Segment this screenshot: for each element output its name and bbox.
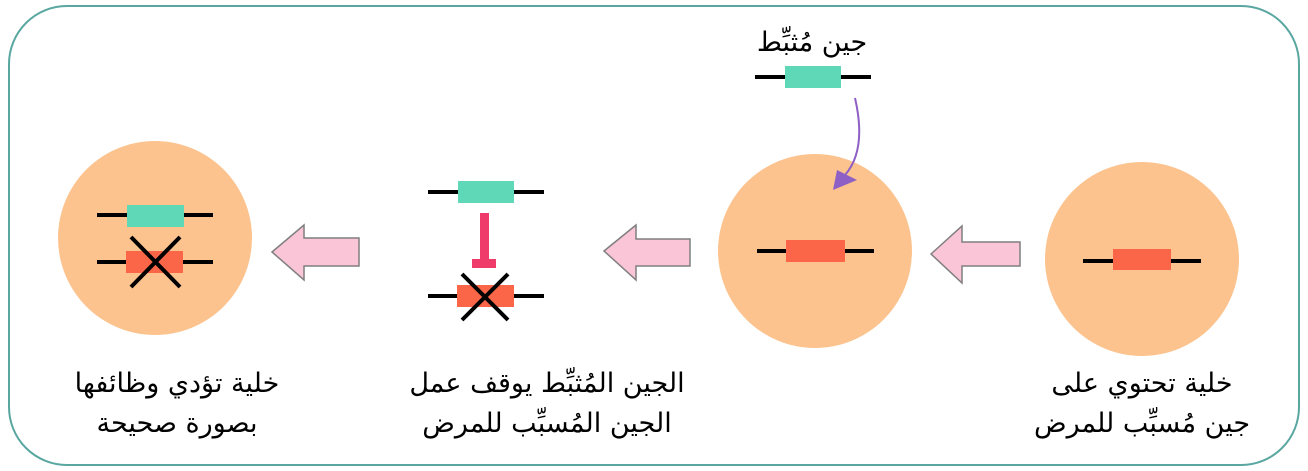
healthy-cell — [58, 141, 252, 335]
inhibition-bar — [480, 213, 489, 265]
inhibitor-gene — [127, 205, 184, 227]
step1-caption-line1: خلية تحتوي على — [1051, 368, 1232, 399]
cell-circle — [58, 141, 252, 335]
inhibitor-gene-strand — [755, 66, 871, 88]
disease-gene — [786, 240, 845, 262]
step2-caption-line1: الجين المُثبِّط يوقف عمل — [409, 367, 684, 399]
step1-caption-line2: جين مُسبِّب للمرض — [1034, 407, 1250, 439]
flow-arrow-left-icon — [270, 223, 360, 282]
inhibition-cap — [472, 259, 496, 268]
flow-arrow-left-icon — [929, 224, 1021, 285]
step2-caption-line2: الجين المُسبِّب للمرض — [422, 407, 671, 439]
insertion-arrowhead-icon — [833, 170, 857, 190]
cell-with-disease-gene — [1045, 162, 1239, 356]
disease-gene — [1113, 249, 1171, 270]
cross-icon — [129, 235, 182, 289]
insertion-arrow-icon — [844, 97, 861, 176]
gene-blocking-illustration — [428, 181, 544, 322]
cell-receiving-inhibitor — [718, 154, 912, 348]
step3-caption-line1: خلية تؤدي وظائفها — [75, 368, 280, 399]
diagram-frame — [8, 5, 1300, 466]
step3-caption-line2: بصورة صحيحة — [96, 408, 257, 439]
cross-icon — [460, 272, 510, 322]
inhibitor-gene — [785, 66, 841, 88]
inhibitor-gene-label: جين مُثبِّط — [757, 26, 867, 58]
inhibitor-gene — [458, 181, 514, 203]
flow-arrow-left-icon — [602, 223, 691, 282]
